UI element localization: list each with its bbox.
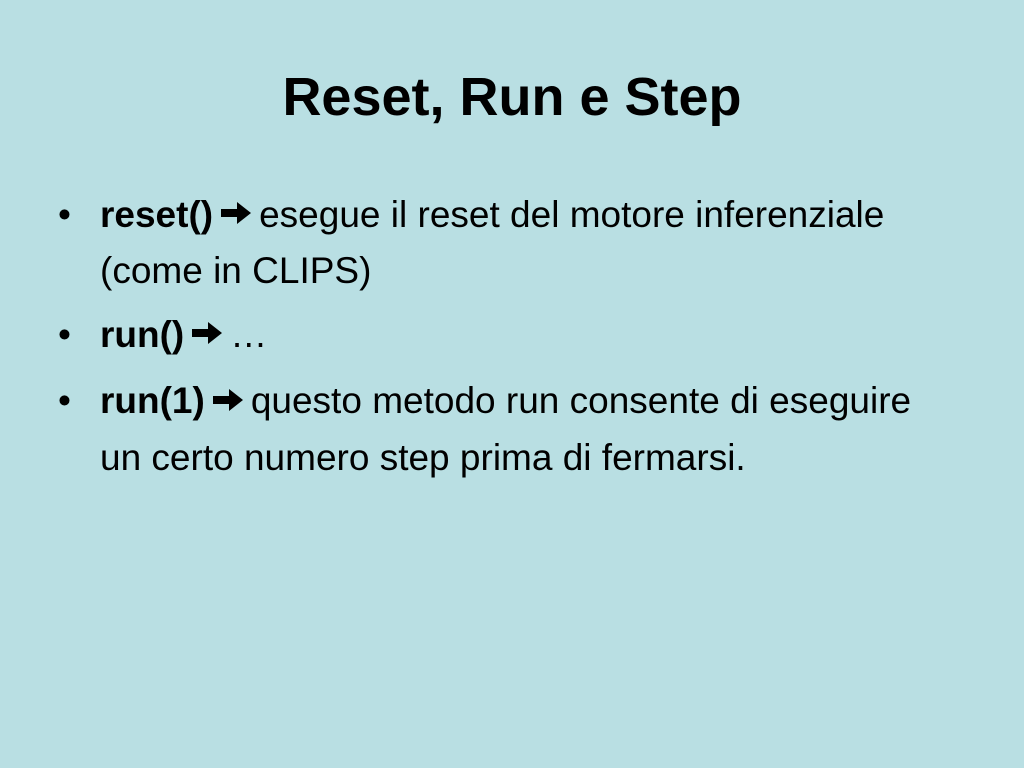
right-arrow-icon [190,307,224,361]
bullet-keyword: reset() [100,194,214,235]
bullet-keyword: run() [100,314,185,356]
bullet-text: … [230,314,268,356]
bullet-keyword: run(1) [100,380,205,422]
right-arrow-icon [219,187,253,241]
bullet-item-run-1: • run(1)questo metodo run consente di es… [58,374,958,484]
bullet-dot: • [58,194,71,235]
slide-title: Reset, Run e Step [282,67,742,127]
bullet-list: • reset()esegue il reset del motore infe… [58,188,958,495]
bullet-item-reset: • reset()esegue il reset del motore infe… [58,188,958,298]
bullet-text: questo metodo run consente di eseguire u… [100,380,912,478]
bullet-dot: • [58,314,71,356]
right-arrow-icon [211,374,245,428]
bullet-item-run: • run() … [58,308,958,364]
bullet-dot: • [58,380,71,422]
bullet-text: esegue il reset del motore inferenziale … [100,194,885,292]
